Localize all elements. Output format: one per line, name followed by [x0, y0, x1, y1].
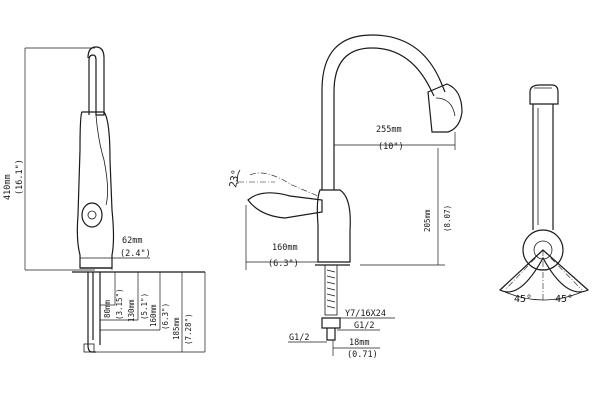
handle-dot: [87, 210, 97, 220]
label-185in: (7.28"): [184, 313, 193, 345]
swivel-left-ref: [504, 249, 544, 291]
label-80mm: 80mm: [103, 299, 112, 318]
handle-lever: [247, 192, 323, 219]
spout-arch-outer: [321, 34, 446, 190]
label-160in: (6.3"): [161, 303, 170, 330]
body-contour: [95, 114, 108, 206]
label-swivel-left: 45°: [514, 294, 532, 305]
label-160mm: 160mm: [149, 304, 158, 327]
handle-angle-arc: [236, 169, 241, 185]
swivel-right-ref: [542, 249, 583, 291]
side-view: 410mm (16.1") 62mm (2.4") 80mm: [3, 46, 206, 353]
label-thread-1: Y7/16X24: [345, 309, 386, 319]
label-130in: (5.1"): [140, 293, 149, 320]
shank-tail: [326, 328, 336, 341]
swivel-fan: [498, 249, 590, 293]
label-height-mm: 410mm: [3, 174, 13, 200]
label-spout-height-mm: 205mm: [423, 209, 432, 232]
label-shank-in: (0.71): [347, 350, 378, 360]
top-spray-head: [529, 84, 559, 105]
label-thread-3: G1/2: [289, 333, 309, 343]
tail-pipe-left: [87, 272, 96, 353]
handle-raised-outline: [249, 172, 319, 197]
spout-arch-inner: [333, 47, 435, 190]
spray-head-detail: [435, 97, 456, 117]
label-thread-2: G1/2: [354, 321, 374, 331]
front-view: 255mm (10") 205mm (8.07) 23° 160mm (6.3"…: [228, 34, 463, 360]
label-height-in: (16.1"): [15, 159, 25, 195]
spray-head: [427, 83, 463, 133]
label-reach-in: (10"): [378, 142, 404, 152]
swivel-arc: [504, 291, 583, 301]
shank: [324, 264, 338, 316]
label-handle-reach-in: (6.3"): [268, 259, 299, 269]
top-view: 45° 45°: [498, 84, 590, 305]
label-62mm: 62mm: [122, 236, 142, 246]
faucet-body: [76, 111, 115, 269]
label-shank-mm: 18mm: [349, 338, 369, 348]
label-62in: (2.4"): [120, 249, 151, 259]
label-reach-mm: 255mm: [376, 125, 402, 135]
shank-nut: [321, 317, 341, 329]
tail-nut: [83, 343, 95, 353]
label-handle-angle: 23°: [228, 169, 242, 189]
spout-tube: [87, 46, 105, 116]
handle-knob: [81, 202, 103, 228]
label-handle-reach-mm: 160mm: [272, 243, 298, 253]
label-spout-height-in: (8.07): [443, 205, 452, 232]
label-130mm: 130mm: [127, 299, 136, 322]
shank-threads: [326, 269, 336, 309]
label-swivel-right: 45°: [555, 294, 573, 305]
label-80in: (3.15"): [115, 288, 124, 320]
label-185mm: 185mm: [172, 317, 181, 340]
